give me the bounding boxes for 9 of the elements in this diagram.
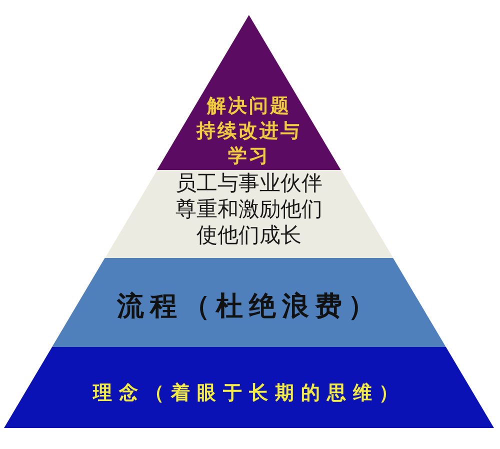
pyramid-tier (104, 170, 394, 258)
tier-text: 理念（着眼于长期的思维） (93, 381, 405, 405)
tier-text: 持续改进与学习 (195, 119, 302, 169)
pyramid-tier (52, 258, 446, 347)
tier-text: 流程（杜绝浪费） (116, 291, 381, 323)
pyramid-apex (157, 15, 341, 170)
tier-text: 员工与事业伙伴尊重和激励他们使他们成长 (174, 170, 324, 248)
pyramid-base (4, 347, 494, 428)
tier-title: 解决问题 (206, 94, 291, 119)
